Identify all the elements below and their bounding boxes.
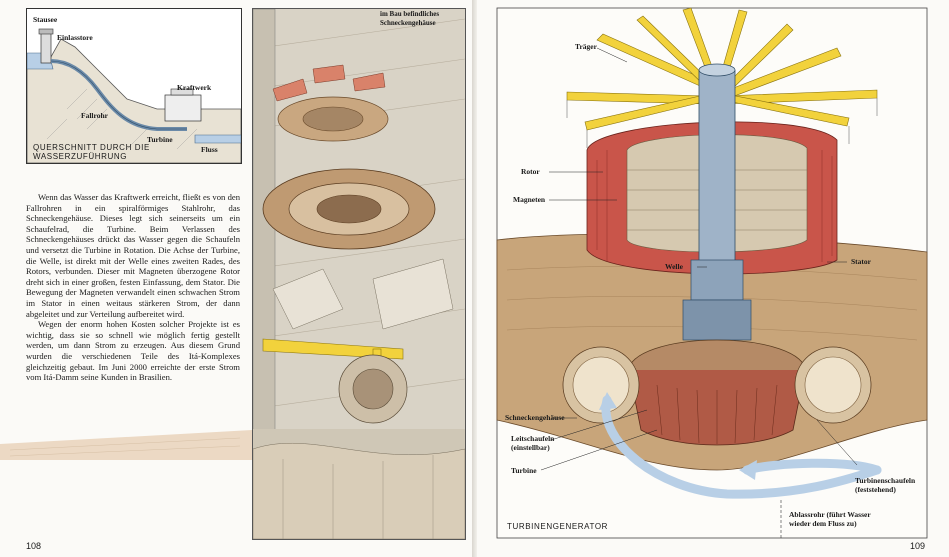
construction-caption: im Bau befindliches Schneckengehäuse [380, 10, 440, 27]
paragraph-1: Wenn das Wasser das Kraftwerk erreicht, … [26, 192, 240, 319]
turbine-generator-drawing [496, 7, 928, 540]
body-text: Wenn das Wasser das Kraftwerk erreicht, … [26, 192, 240, 383]
gutter [472, 0, 477, 557]
label-turbine: Turbine [511, 466, 537, 475]
paragraph-2: Wegen der enorm hohen Kosten solcher Pro… [26, 319, 240, 383]
generator-caption: TURBINENGENERATOR [507, 522, 609, 531]
label-stausee: Stausee [33, 15, 58, 24]
label-fallrohr: Fallrohr [81, 111, 108, 120]
label-fluss: Fluss [201, 145, 218, 154]
label-rotor: Rotor [521, 167, 540, 176]
left-page: Stausee Einlasstore Kraftwerk Fallrohr T… [0, 0, 472, 557]
label-stator: Stator [851, 257, 871, 266]
label-welle: Welle [665, 262, 683, 271]
label-leitschaufeln: Leitschaufeln (einstellbar) [511, 434, 555, 452]
construction-illustration [252, 8, 466, 540]
label-turbine-inset: Turbine [147, 135, 173, 144]
page-number-right: 109 [909, 541, 925, 551]
page-number-left: 108 [26, 541, 42, 551]
construction-drawing [253, 9, 465, 539]
inset-caption: QUERSCHNITT DURCH DIE WASSERZUFÜHRUNG [33, 143, 150, 161]
label-ablassrohr: Ablassrohr (führt Wasser wieder dem Flus… [789, 510, 871, 528]
label-schneckengehaeuse: Schneckengehäuse [505, 413, 565, 422]
label-einlasstore: Einlasstore [57, 33, 93, 42]
cross-section-drawing [26, 28, 242, 164]
label-magneten: Magneten [513, 195, 546, 204]
label-kraftwerk: Kraftwerk [177, 83, 212, 92]
cross-section-diagram: Stausee Einlasstore Kraftwerk Fallrohr T… [26, 8, 242, 164]
label-traeger: Träger [575, 42, 597, 51]
right-page: Träger Rotor Magneten Welle Stator Schne… [477, 0, 949, 557]
dam-band-illustration [0, 430, 252, 460]
label-turbinenschaufeln: Turbinenschaufeln (feststehend) [855, 476, 916, 494]
